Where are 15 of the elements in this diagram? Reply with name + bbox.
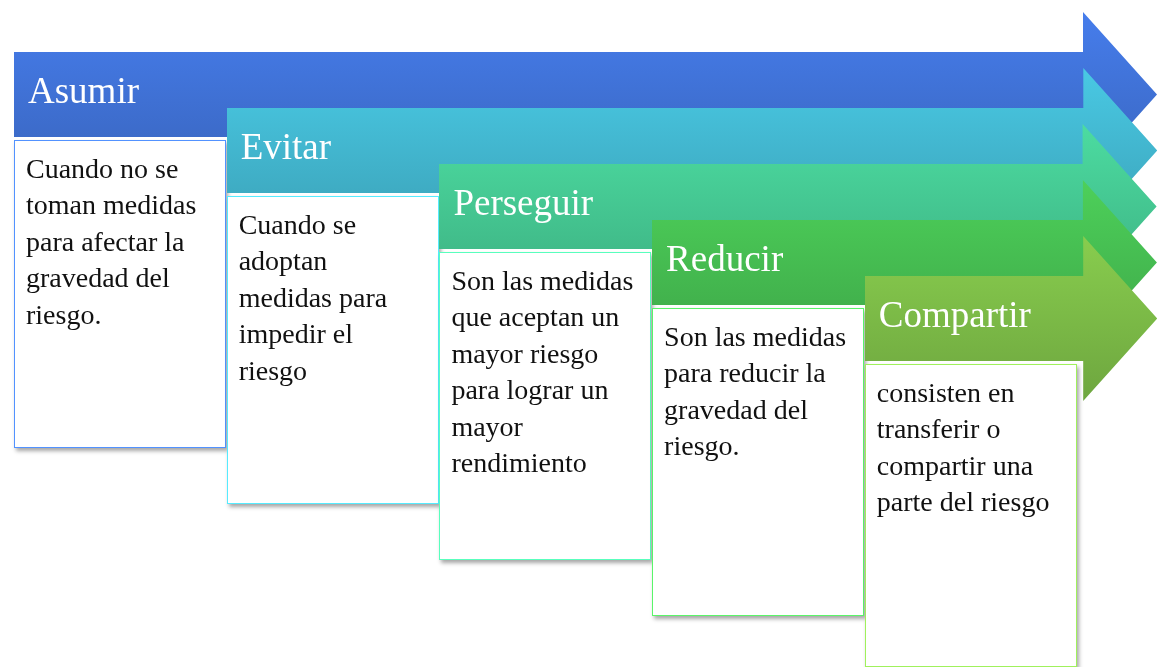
description-text: consisten en transferir o compartir una parte del riesgo [876, 376, 1051, 520]
description-box [652, 308, 865, 616]
stage-heading: Perseguir [453, 184, 594, 221]
description-text: Son las medidas para reducir la gravedad del riesgo. [664, 320, 848, 464]
description-box [439, 252, 652, 560]
description-text: Son las medidas que aceptan un mayor riesgo para lograr un mayor rendimiento [451, 264, 635, 480]
stage-heading: Evitar [240, 128, 332, 165]
description-box [226, 196, 439, 504]
stage-heading: Asumir [28, 72, 139, 109]
description-box [864, 364, 1077, 667]
stage-heading: Reducir [666, 240, 784, 277]
description-box [14, 140, 226, 448]
description-text: Cuando no se toman medidas para afectar la gravedad del riesgo. [26, 152, 198, 332]
description-text: Cuando se adoptan medidas para impedir el riesgo [238, 208, 389, 388]
stage-heading: Compartir [878, 296, 1031, 333]
